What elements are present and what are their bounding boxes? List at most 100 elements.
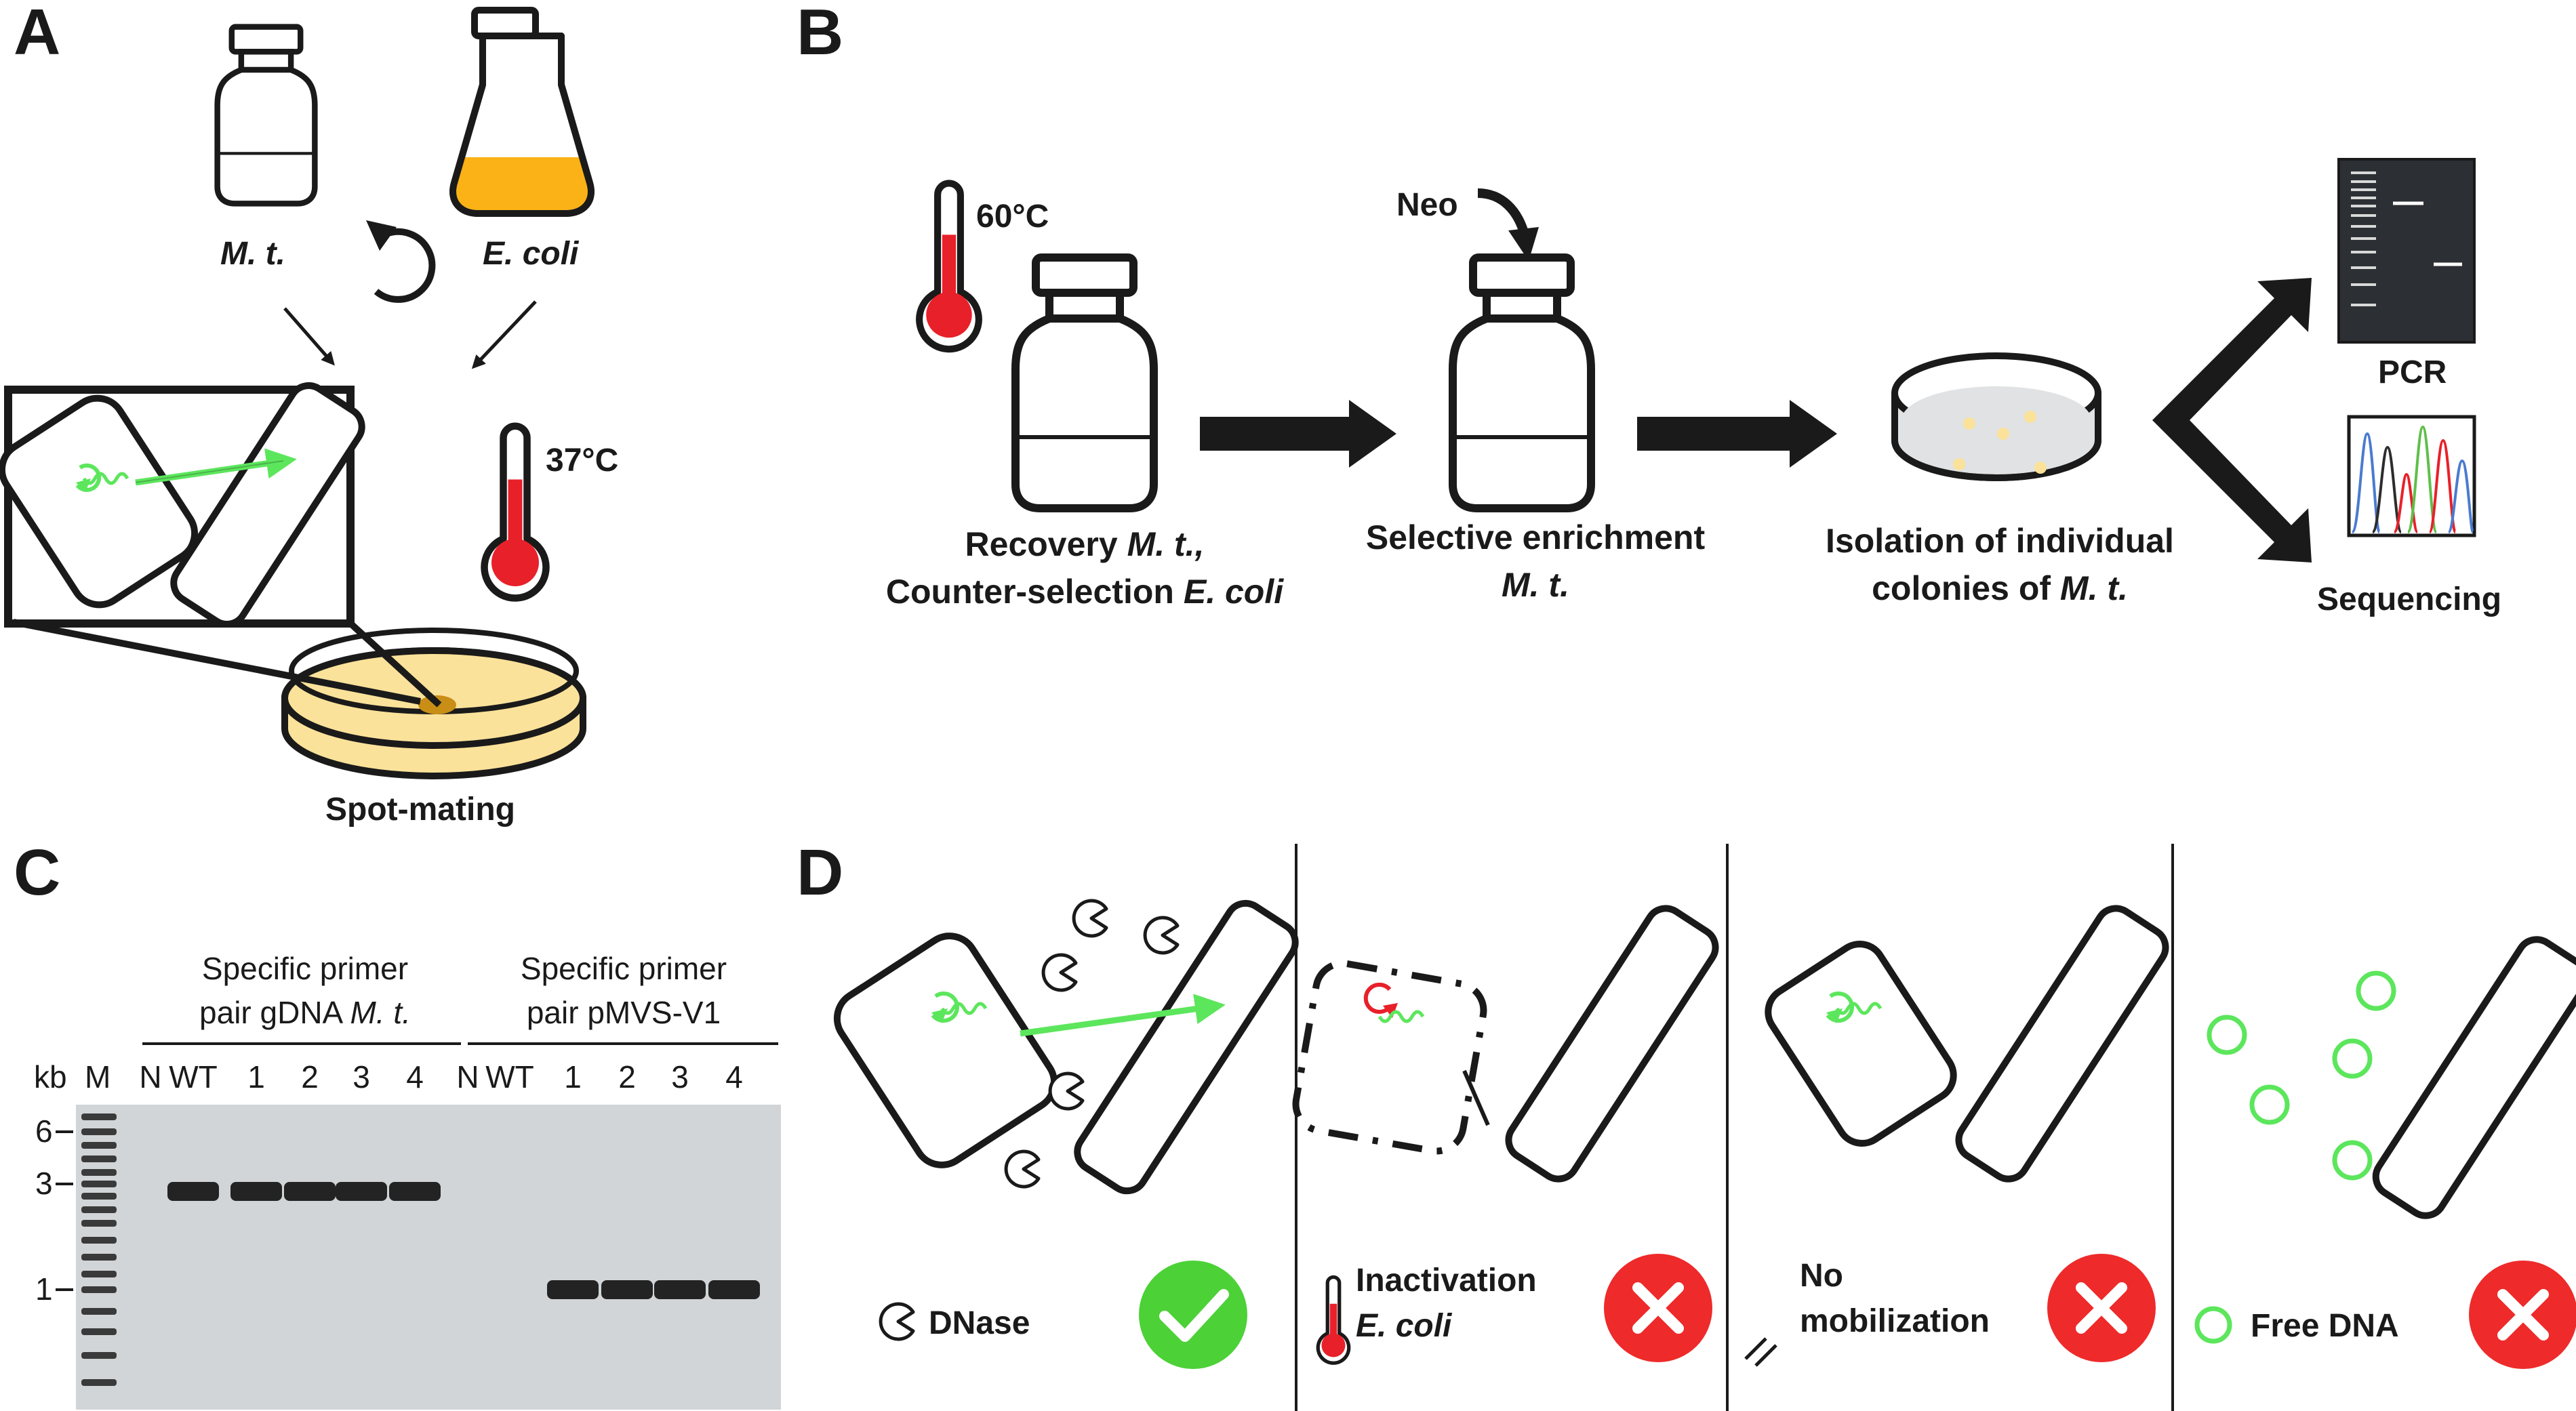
lane-label: N — [456, 1059, 479, 1095]
panel-d: DNase Inactivation E. coli — [833, 844, 2576, 1411]
ladder-band — [81, 1220, 117, 1227]
gel-band — [708, 1280, 760, 1299]
zoom-line-1 — [13, 619, 421, 705]
panel-label-c: C — [14, 836, 60, 909]
process-arrow-1 — [1200, 400, 1396, 468]
cycle-arrow-icon — [366, 220, 436, 303]
plasmid-icon — [75, 463, 129, 492]
zoom-line-2 — [346, 619, 442, 708]
ladder-band — [81, 1156, 117, 1162]
enrichment-bottle-icon — [1453, 258, 1591, 508]
ladder-band — [81, 1286, 117, 1293]
ladder-band — [81, 1128, 117, 1135]
marker-ladder — [81, 1113, 117, 1386]
panel-label-a: A — [14, 0, 60, 68]
group1-header-line2: pair gDNA M. t. — [199, 995, 411, 1030]
ladder-band — [81, 1254, 117, 1261]
dnase-icon — [1043, 955, 1076, 990]
lane-label: WT — [485, 1059, 534, 1095]
cross-icon — [2047, 1254, 2156, 1362]
ladder-band — [81, 1328, 117, 1335]
transfer-arrow — [135, 448, 297, 486]
lane-label: 1 — [564, 1059, 582, 1095]
temp-60-label: 60°C — [976, 199, 1049, 234]
ladder-band — [81, 1142, 117, 1149]
recovery-bottle-icon — [1015, 258, 1154, 508]
gel-band — [230, 1182, 282, 1201]
dnase-label: DNase — [929, 1305, 1030, 1341]
gel-band — [167, 1182, 219, 1201]
mt-cell-icon — [0, 394, 199, 609]
panel-label-d: D — [797, 836, 843, 909]
size-tick-3: 3 — [35, 1166, 53, 1201]
dnase-icon — [1006, 1151, 1039, 1187]
mt-label: M. t. — [220, 236, 285, 272]
group2-header-line1: Specific primer — [521, 951, 727, 986]
lane-label: 1 — [247, 1059, 265, 1095]
neo-label: Neo — [1396, 187, 1458, 223]
gel-band — [389, 1182, 441, 1201]
ecoli-flask-icon — [449, 7, 595, 217]
ecoli-label: E. coli — [483, 236, 580, 272]
d1-mt-cell-icon — [833, 933, 1058, 1168]
group2-header-line2: pair pMVS-V1 — [527, 995, 721, 1030]
d4-ecoli-cell-icon — [2372, 936, 2576, 1219]
pcr-label: PCR — [2378, 354, 2447, 390]
ladder-band — [81, 1113, 117, 1120]
sequencing-label: Sequencing — [2317, 581, 2501, 617]
kb-label: kb — [34, 1059, 67, 1095]
branch-arrow-icon — [2152, 278, 2312, 563]
lane-label: 3 — [671, 1059, 689, 1095]
pcr-gel-icon — [2337, 158, 2476, 344]
ladder-band — [81, 1379, 117, 1386]
lane-label: 4 — [406, 1059, 424, 1095]
colony-dish-icon — [1891, 352, 2101, 481]
d1-transfer-arrow — [1020, 994, 1226, 1037]
panel-label-b: B — [797, 0, 843, 68]
ladder-band — [81, 1237, 117, 1244]
gel-band — [284, 1182, 336, 1201]
lane-label: 2 — [618, 1059, 636, 1095]
lane-label: N — [139, 1059, 161, 1095]
d1-ecoli-cell-icon — [1074, 899, 1299, 1195]
lane-label: 3 — [353, 1059, 370, 1095]
dnase-legend-icon — [881, 1304, 913, 1339]
inactivation-thermometer-icon — [1318, 1277, 1349, 1363]
step3-caption-line2: colonies of M. t. — [1872, 569, 2128, 607]
free-dna-circles — [2207, 970, 2396, 1181]
sequencing-chromatogram-icon — [2347, 415, 2476, 537]
panel-c: Specific primer pair gDNA M. t. Specific… — [34, 951, 781, 1410]
ladder-band — [81, 1271, 117, 1277]
marker-label: M — [85, 1059, 110, 1095]
group1-header-line1: Specific primer — [202, 951, 408, 986]
dnase-icon — [1050, 1073, 1083, 1109]
d1-plasmid-icon — [931, 991, 988, 1023]
thermometer-60-icon — [919, 183, 979, 349]
no-mob-label-line1: No — [1800, 1258, 1843, 1294]
panel-a: M. t. E. coli 37°C — [0, 7, 618, 827]
dnase-icon — [1074, 901, 1106, 936]
ladder-band — [81, 1169, 117, 1176]
inactivation-label-line2: E. coli — [1356, 1308, 1453, 1344]
no-mobilization-icon — [1744, 1337, 1777, 1367]
ladder-band — [81, 1308, 117, 1315]
cross-icon — [2469, 1261, 2576, 1369]
check-icon — [1139, 1261, 1247, 1369]
d2-ecoli-cell-icon — [1505, 905, 1719, 1183]
mt-bottle-icon — [218, 27, 315, 204]
ecoli-cell-icon — [170, 382, 365, 628]
step2-caption-line2: M. t. — [1502, 566, 1569, 604]
lane-label: 4 — [725, 1059, 743, 1095]
free-dna-label: Free DNA — [2251, 1308, 2399, 1344]
spot-mating-dish-icon — [281, 628, 586, 779]
ladder-band — [81, 1206, 117, 1213]
free-dna-legend-icon — [2194, 1306, 2232, 1344]
lane-label: WT — [169, 1059, 218, 1095]
gel-band — [601, 1280, 653, 1299]
panel-b: 60°C Neo — [886, 158, 2501, 617]
gel-bands — [167, 1182, 760, 1299]
gel-band — [654, 1280, 706, 1299]
size-tick-6: 6 — [35, 1113, 53, 1149]
process-arrow-2 — [1637, 400, 1837, 468]
